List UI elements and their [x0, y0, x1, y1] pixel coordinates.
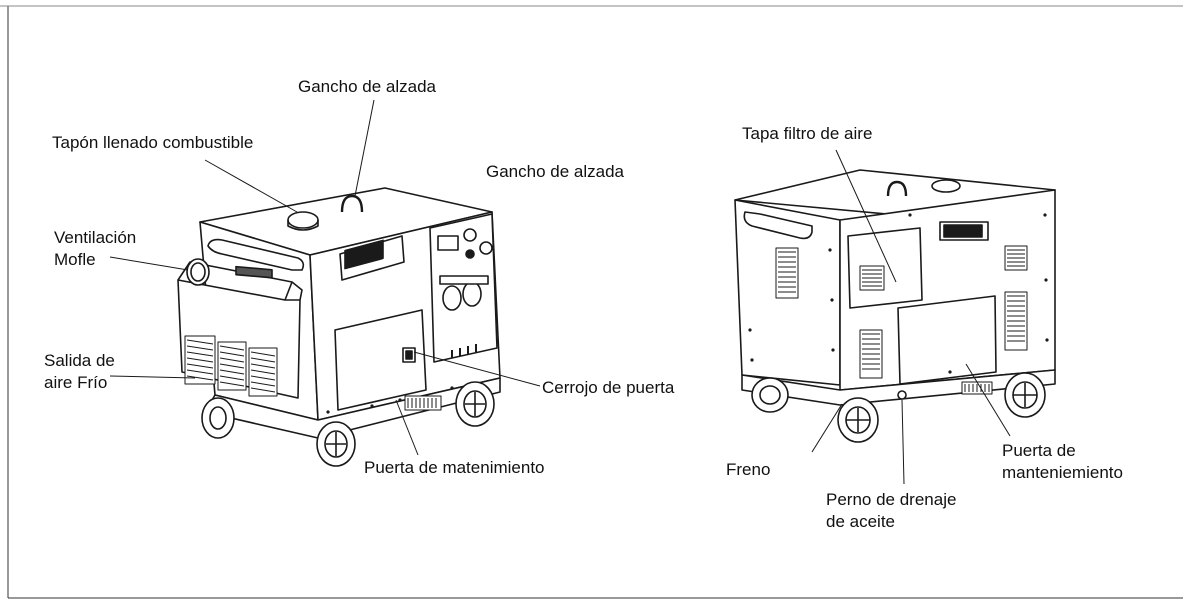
- label-tapa-filtro: Tapa filtro de aire: [742, 124, 873, 143]
- label-puerta-left: Puerta de matenimiento: [364, 458, 545, 477]
- label-gancho-right: Gancho de alzada: [486, 162, 624, 181]
- generator-rear-view: [734, 169, 1056, 443]
- leader-lines-left: [109, 99, 541, 456]
- label-tapon: Tapón llenado combustible: [52, 133, 254, 152]
- label-ventilacion: Ventilación: [54, 228, 137, 247]
- leader-lines-right: [811, 149, 1011, 485]
- label-puerta-right-1: Puerta de: [1002, 441, 1076, 460]
- label-mofle: Mofle: [54, 250, 96, 269]
- label-perno-2: de aceite: [826, 512, 895, 531]
- label-perno-1: Perno de drenaje: [826, 490, 957, 509]
- label-gancho-top: Gancho de alzada: [298, 77, 436, 96]
- generator-front-view: [177, 187, 501, 467]
- label-cerrojo: Cerrojo de puerta: [542, 378, 675, 397]
- label-freno: Freno: [726, 460, 771, 479]
- label-puerta-right-2: manteniemiento: [1002, 463, 1123, 482]
- label-salida: Salida de: [44, 351, 115, 370]
- label-aire-frio: aire Frío: [44, 373, 108, 392]
